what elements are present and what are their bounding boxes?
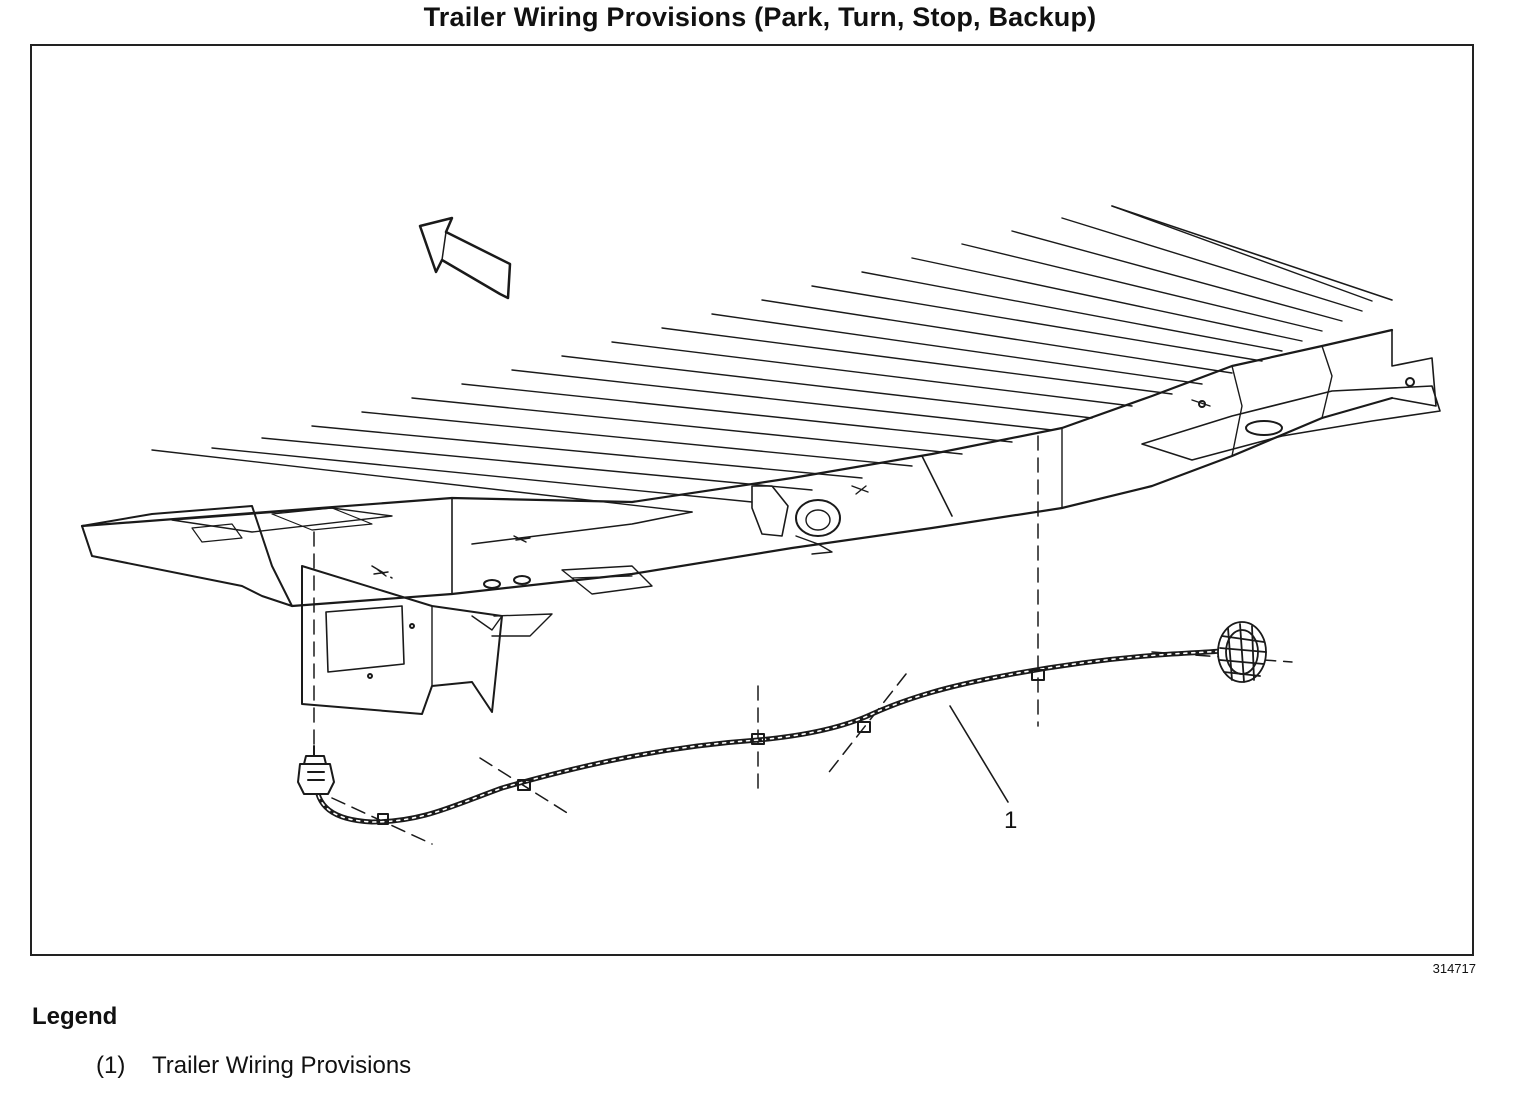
figure-id: 314717 xyxy=(1432,961,1476,976)
callout-leader-1 xyxy=(949,705,1009,803)
forward-direction-arrow-icon xyxy=(418,216,512,300)
crossmember xyxy=(1141,385,1441,461)
legend-item-label: Trailer Wiring Provisions xyxy=(152,1052,412,1079)
frame-bolts xyxy=(373,399,1211,577)
trailer-wiring-harness xyxy=(313,647,1231,825)
bed-floor-ribs xyxy=(151,205,1373,513)
callout-number-1: 1 xyxy=(1004,807,1017,834)
diagram-title: Trailer Wiring Provisions (Park, Turn, S… xyxy=(423,2,1097,32)
trailer-connector-icon xyxy=(297,745,335,795)
spring-hanger-boss xyxy=(795,499,841,537)
frame-wiring-illustration: 1 xyxy=(80,205,1441,845)
legend-item: (1) Trailer Wiring Provisions xyxy=(96,1052,411,1080)
coiled-harness-end-icon xyxy=(1217,621,1267,683)
harness-retaining-clips xyxy=(377,669,1045,825)
diagram-frame: 1 xyxy=(30,44,1474,956)
legend-item-number: (1) xyxy=(96,1052,126,1079)
hitch-bracket xyxy=(301,565,503,715)
legend-list: (1) Trailer Wiring Provisions xyxy=(96,1052,411,1080)
legend-heading: Legend xyxy=(32,1003,118,1030)
frame-rail xyxy=(80,328,1394,528)
rear-bumper xyxy=(81,505,293,607)
